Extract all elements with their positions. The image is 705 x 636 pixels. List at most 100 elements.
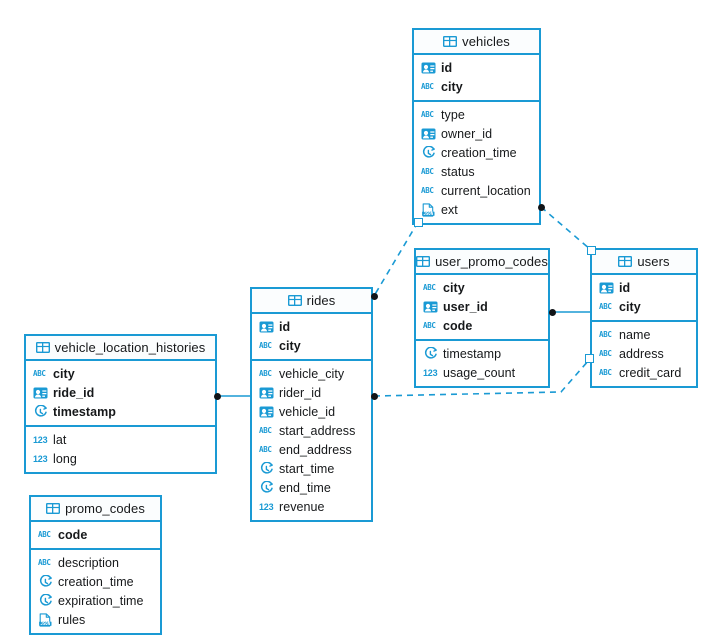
- column-row[interactable]: id: [414, 58, 539, 77]
- column-row[interactable]: JSON ext: [414, 200, 539, 219]
- column-name: timestamp: [53, 404, 116, 419]
- column-row[interactable]: user_id: [416, 297, 548, 316]
- table-header[interactable]: rides: [252, 289, 371, 314]
- relationship-endpoint-square: [413, 217, 423, 227]
- timestamp-type-icon: [421, 145, 436, 160]
- column-row[interactable]: ABC address: [592, 344, 696, 363]
- column-name: creation_time: [441, 145, 517, 160]
- column-name: id: [279, 319, 291, 334]
- column-name: ride_id: [53, 385, 95, 400]
- table-header[interactable]: users: [592, 250, 696, 275]
- uuid-type-icon: [599, 281, 614, 295]
- table-grid-icon: [443, 36, 458, 47]
- column-name: credit_card: [619, 365, 682, 380]
- column-row[interactable]: timestamp: [26, 402, 215, 421]
- string-type-icon: ABC: [599, 348, 612, 358]
- relationship-line-vehicles-users: [540, 206, 592, 251]
- uuid-type-icon: [259, 320, 274, 334]
- json-type-icon: JSON: [421, 202, 436, 217]
- relationship-endpoint-dot: [548, 308, 556, 316]
- string-type-icon: ABC: [421, 185, 434, 195]
- column-row[interactable]: ABC current_location: [414, 181, 539, 200]
- uuid-type-icon: [259, 405, 274, 419]
- column-row[interactable]: creation_time: [414, 143, 539, 162]
- table-title: promo_codes: [65, 501, 145, 516]
- number-type-icon: 123: [33, 434, 48, 445]
- column-row[interactable]: timestamp: [416, 344, 548, 363]
- table-header[interactable]: promo_codes: [31, 497, 160, 522]
- column-row[interactable]: owner_id: [414, 124, 539, 143]
- svg-text:JSON: JSON: [40, 621, 50, 626]
- table-header[interactable]: vehicles: [414, 30, 539, 55]
- column-row[interactable]: start_time: [252, 459, 371, 478]
- uuid-type-icon: [423, 300, 438, 314]
- column-row[interactable]: id: [592, 278, 696, 297]
- column-row[interactable]: id: [252, 317, 371, 336]
- column-row[interactable]: ABC code: [31, 525, 160, 544]
- column-name: start_address: [279, 423, 356, 438]
- column-name: city: [441, 79, 463, 94]
- column-name: code: [58, 527, 88, 542]
- uuid-type-icon: [259, 386, 274, 400]
- column-row[interactable]: end_time: [252, 478, 371, 497]
- column-row[interactable]: rider_id: [252, 383, 371, 402]
- column-name: timestamp: [443, 346, 502, 361]
- column-row[interactable]: ABC credit_card: [592, 363, 696, 382]
- column-name: code: [443, 318, 473, 333]
- column-row[interactable]: expiration_time: [31, 591, 160, 610]
- relationship-line-vehicles-rides: [373, 221, 419, 297]
- table-grid-icon: [287, 295, 302, 306]
- string-type-icon: ABC: [38, 529, 51, 539]
- table-title: vehicles: [462, 34, 510, 49]
- column-name: current_location: [441, 183, 531, 198]
- column-name: owner_id: [441, 126, 493, 141]
- table-header[interactable]: vehicle_location_histories: [26, 336, 215, 361]
- column-row[interactable]: creation_time: [31, 572, 160, 591]
- string-type-icon: ABC: [599, 301, 612, 311]
- column-row[interactable]: ride_id: [26, 383, 215, 402]
- column-name: description: [58, 555, 119, 570]
- table-grid-icon: [416, 256, 431, 267]
- column-name: rider_id: [279, 385, 322, 400]
- column-name: start_time: [279, 461, 335, 476]
- column-name: vehicle_id: [279, 404, 336, 419]
- table-header[interactable]: user_promo_codes: [416, 250, 548, 275]
- column-row[interactable]: vehicle_id: [252, 402, 371, 421]
- number-type-icon: 123: [423, 367, 438, 378]
- column-name: address: [619, 346, 664, 361]
- table-grid-icon: [46, 503, 61, 514]
- relationship-endpoint-dot: [370, 392, 378, 400]
- string-type-icon: ABC: [599, 329, 612, 339]
- column-name: ext: [441, 202, 458, 217]
- timestamp-type-icon: [38, 593, 53, 608]
- string-type-icon: ABC: [599, 367, 612, 377]
